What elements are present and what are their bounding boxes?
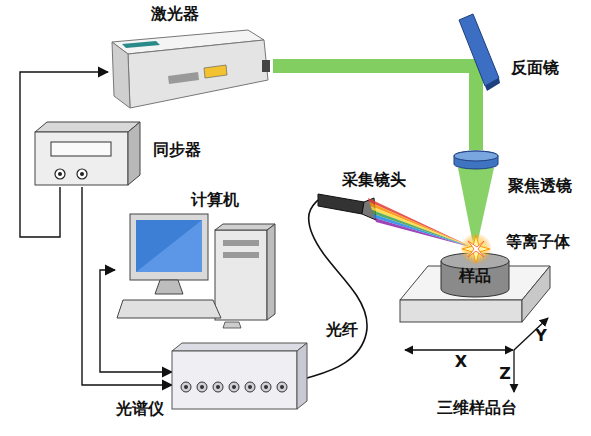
sync-front bbox=[35, 132, 128, 185]
mouse bbox=[223, 322, 241, 328]
axis-label: Z bbox=[496, 364, 514, 384]
lens-face bbox=[454, 151, 498, 161]
synchronizer-box: 同步器 bbox=[35, 122, 140, 187]
laser-device-shape bbox=[108, 28, 273, 113]
monitor-screen bbox=[136, 220, 202, 272]
lens-body bbox=[454, 151, 498, 169]
keyboard bbox=[117, 300, 221, 318]
x-axis bbox=[405, 349, 513, 350]
warning-sticker bbox=[204, 65, 227, 78]
connector-port-center bbox=[280, 385, 284, 389]
laser-stripe bbox=[122, 41, 160, 48]
node-label: 激光器 bbox=[130, 4, 220, 24]
connector-port-center bbox=[184, 385, 188, 389]
connector-port-center bbox=[232, 385, 236, 389]
probe-tip bbox=[362, 198, 376, 220]
ray-blue bbox=[373, 214, 474, 248]
connector-port-center bbox=[248, 385, 252, 389]
screen-shade bbox=[136, 220, 202, 272]
sync-top bbox=[35, 122, 140, 132]
monitor-stand bbox=[155, 280, 183, 294]
node-label: 反面镜 bbox=[503, 58, 567, 78]
collection-lens: 采集镜头 bbox=[318, 188, 376, 216]
pc-tower bbox=[215, 230, 267, 320]
node-label: 计算机 bbox=[170, 190, 260, 210]
focusing-lens-shape bbox=[452, 150, 500, 172]
computer: 计算机 bbox=[115, 210, 280, 330]
mirror-plate bbox=[459, 14, 499, 86]
sync-display bbox=[51, 142, 111, 156]
sample-stage: 三维样品台样品 bbox=[400, 262, 550, 330]
connector-port bbox=[229, 382, 239, 392]
laser-plate bbox=[168, 72, 199, 84]
node-label: 采集镜头 bbox=[324, 170, 424, 190]
sync-knob-center bbox=[58, 172, 62, 176]
probe-body bbox=[318, 194, 364, 214]
spectrometer-front bbox=[172, 351, 297, 409]
computer-shape bbox=[115, 210, 280, 330]
connector-port bbox=[245, 382, 255, 392]
connector-port bbox=[277, 382, 287, 392]
ray-green bbox=[372, 210, 474, 248]
connector-port-center bbox=[216, 385, 220, 389]
node-label: 样品 bbox=[440, 266, 510, 286]
spectrometer-side bbox=[297, 343, 307, 409]
connector-port bbox=[261, 382, 271, 392]
spectrometer-box-shape bbox=[172, 343, 307, 411]
connector-port bbox=[197, 382, 207, 392]
mirror: 反面镜 bbox=[455, 12, 500, 92]
monitor-frame bbox=[130, 214, 208, 280]
node-label: 光谱仪 bbox=[110, 399, 170, 419]
mirror-edge bbox=[485, 78, 500, 91]
laser-beam bbox=[273, 59, 455, 73]
sample-cylinder: 样品 bbox=[440, 252, 510, 298]
spectrum-rays bbox=[368, 198, 474, 248]
synchronizer-box-shape bbox=[35, 122, 140, 187]
laser-beam bbox=[469, 92, 483, 150]
ray-orange bbox=[369, 202, 474, 248]
sync-knob-center bbox=[80, 172, 84, 176]
node-label: 聚焦透镜 bbox=[498, 176, 582, 196]
tower-side bbox=[267, 224, 275, 320]
edge-label: 光纤 bbox=[320, 320, 364, 340]
connector-port bbox=[213, 382, 223, 392]
ray-red bbox=[368, 198, 474, 248]
mirror-shape bbox=[455, 12, 500, 92]
focusing-lens: 聚焦透镜 bbox=[452, 150, 500, 172]
spectrometer-top bbox=[172, 343, 307, 351]
sync-knob bbox=[55, 169, 65, 179]
laser-end bbox=[112, 42, 130, 108]
drive-bay bbox=[223, 240, 259, 246]
sync-side bbox=[128, 122, 140, 185]
laser-device: 激光器 bbox=[108, 28, 273, 113]
axis-label: Y bbox=[532, 326, 550, 346]
node-label: 同步器 bbox=[145, 140, 209, 160]
plasma-label: 等离子体 bbox=[496, 232, 580, 252]
tower-top bbox=[215, 224, 275, 230]
stage-side bbox=[522, 266, 550, 322]
ray-violet bbox=[375, 218, 474, 248]
laser-aperture bbox=[262, 60, 270, 72]
axis-label: X bbox=[452, 352, 470, 372]
connector-port bbox=[181, 382, 191, 392]
drive-bay bbox=[223, 252, 259, 258]
ray-yellow bbox=[371, 206, 474, 248]
sync-knob bbox=[77, 169, 87, 179]
z-axis bbox=[513, 350, 514, 392]
optical-fiber bbox=[307, 200, 367, 378]
node-label: 三维样品台 bbox=[415, 398, 539, 418]
spectrometer-box: 光谱仪 bbox=[172, 343, 307, 411]
laser-front bbox=[128, 40, 268, 108]
collection-lens-shape bbox=[318, 188, 376, 216]
connector-port-center bbox=[200, 385, 204, 389]
focused-beam bbox=[458, 168, 494, 254]
connector-port-center bbox=[264, 385, 268, 389]
stage-front bbox=[400, 300, 522, 322]
